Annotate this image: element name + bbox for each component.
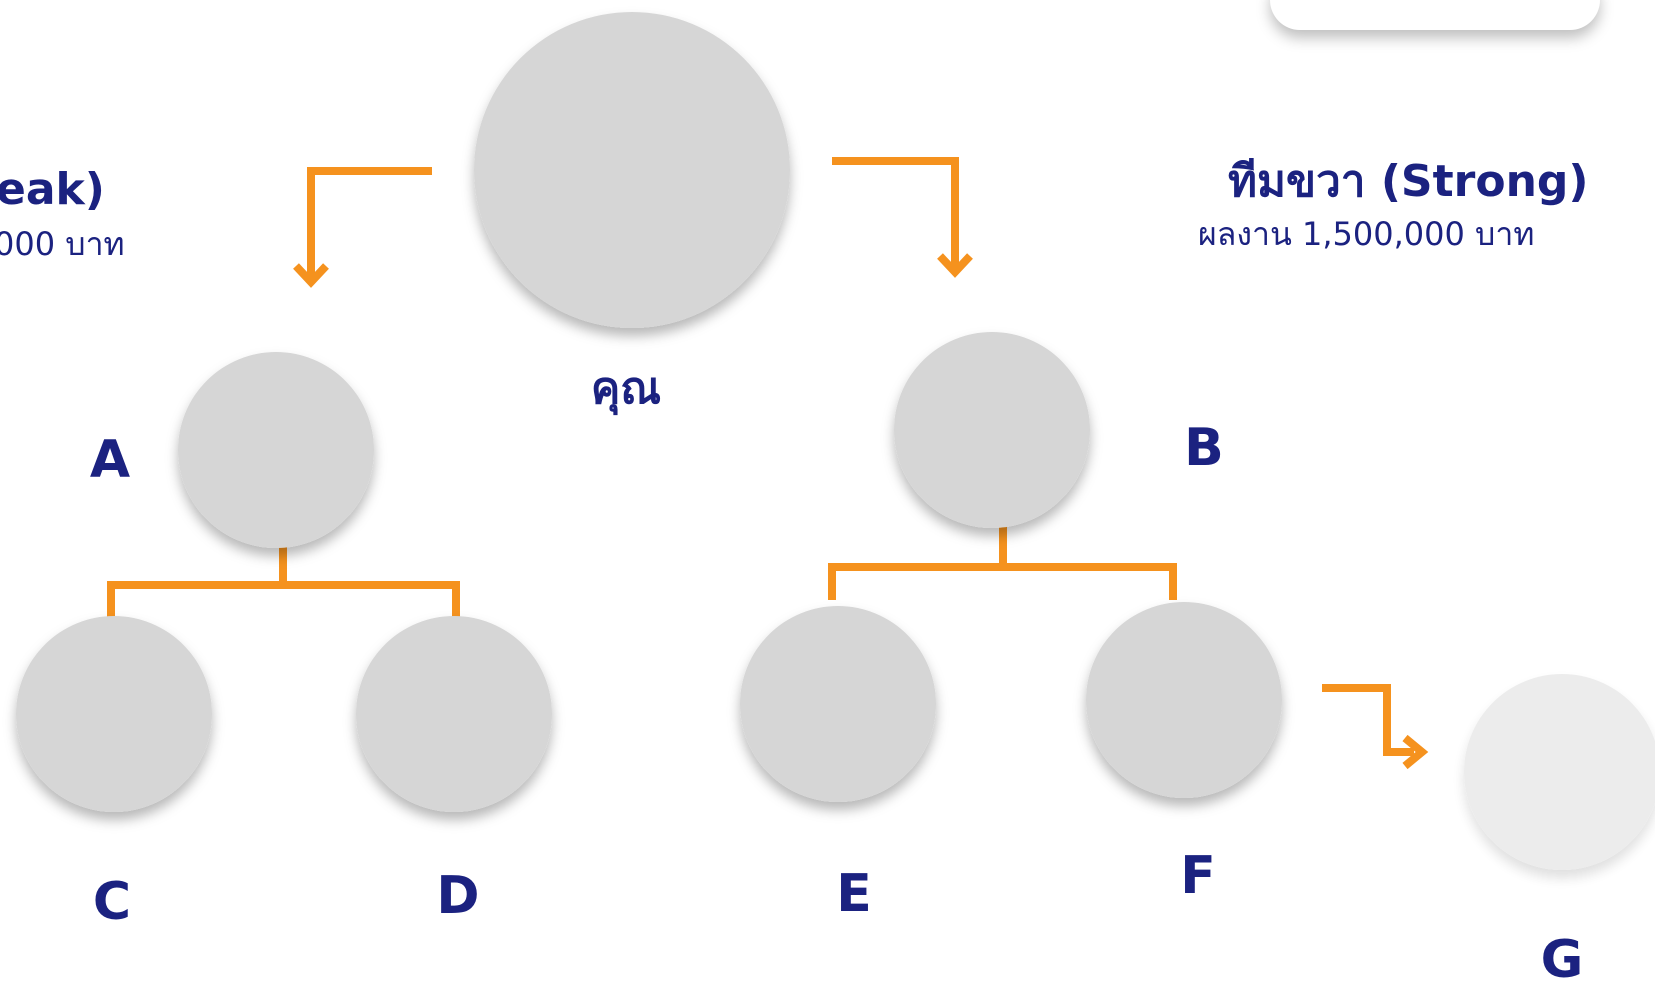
node-label-d: D: [436, 866, 480, 926]
connectors: [107, 157, 1429, 770]
left-team-subtitle: 000 บาท: [0, 225, 125, 263]
connector-you-to-b: [832, 157, 959, 266]
right-team-title: ทีมขวา (Strong): [1228, 156, 1589, 207]
avatar-circle: [178, 352, 374, 548]
arrowhead-a: [293, 263, 329, 288]
avatar-circle: [356, 616, 552, 812]
node-a: [178, 352, 374, 548]
arrowhead-b: [937, 253, 973, 278]
node-label-c: C: [92, 872, 132, 932]
node-b: [894, 332, 1090, 528]
top-decoration: [1270, 0, 1600, 30]
node-label-e: E: [836, 864, 872, 924]
node-e: [740, 606, 936, 802]
node-label-b: B: [1184, 418, 1224, 478]
connector-you-to-a: [307, 167, 432, 276]
node-label-g: G: [1540, 930, 1584, 990]
node-label-you: คุณ: [590, 363, 662, 414]
avatar-circle: [474, 12, 790, 328]
node-label-f: F: [1180, 846, 1216, 906]
node-f: [1086, 602, 1282, 798]
connector-f-to-g: [1322, 684, 1414, 756]
node-you: [474, 12, 790, 328]
avatar-circle: [1086, 602, 1282, 798]
node-label-a: A: [89, 430, 131, 490]
node-d: [356, 616, 552, 812]
avatar-circle: [1464, 674, 1655, 870]
arrowhead-g: [1402, 734, 1429, 770]
avatar-circle: [894, 332, 1090, 528]
connector-a-children: [107, 545, 460, 618]
avatar-circle: [740, 606, 936, 802]
connector-b-children: [828, 525, 1177, 600]
right-team-subtitle: ผลงาน 1,500,000 บาท: [1198, 215, 1535, 253]
left-team-title: eak): [0, 164, 105, 215]
node-g: [1464, 674, 1655, 870]
avatar-circle: [16, 616, 212, 812]
node-c: [16, 616, 212, 812]
